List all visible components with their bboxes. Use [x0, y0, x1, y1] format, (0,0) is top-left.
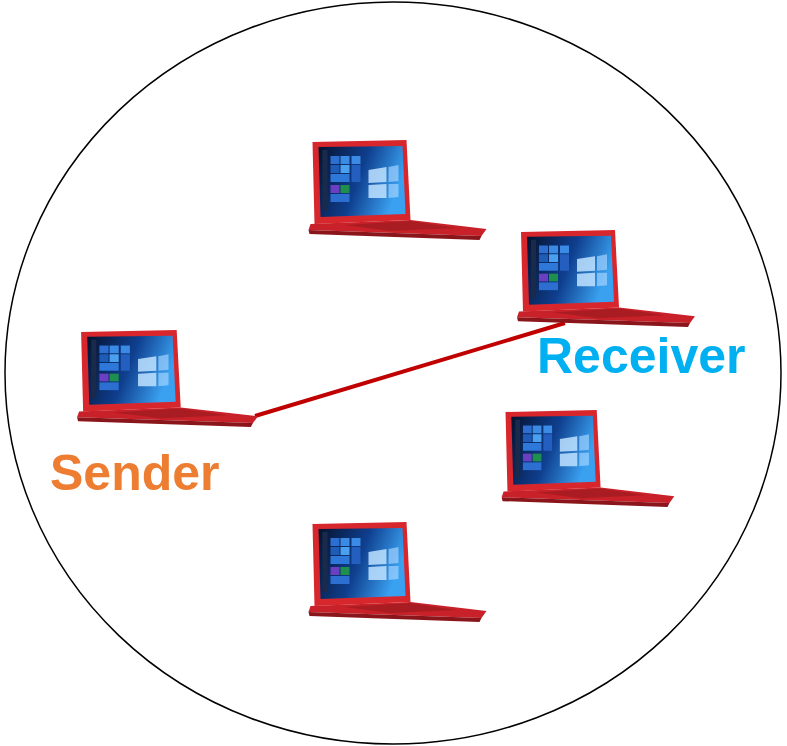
node-label: Receiver	[537, 330, 746, 383]
laptop-icon	[309, 522, 487, 622]
laptop-node: Receiver	[515, 230, 695, 327]
laptop-icon	[502, 410, 675, 507]
laptop-icon	[75, 330, 258, 427]
network-circle	[5, 2, 781, 744]
laptop-node: Sender	[75, 330, 258, 427]
laptop-icon	[309, 140, 487, 240]
connection-line	[255, 323, 565, 416]
node-label: Sender	[50, 447, 220, 500]
laptop-icon	[515, 230, 695, 327]
